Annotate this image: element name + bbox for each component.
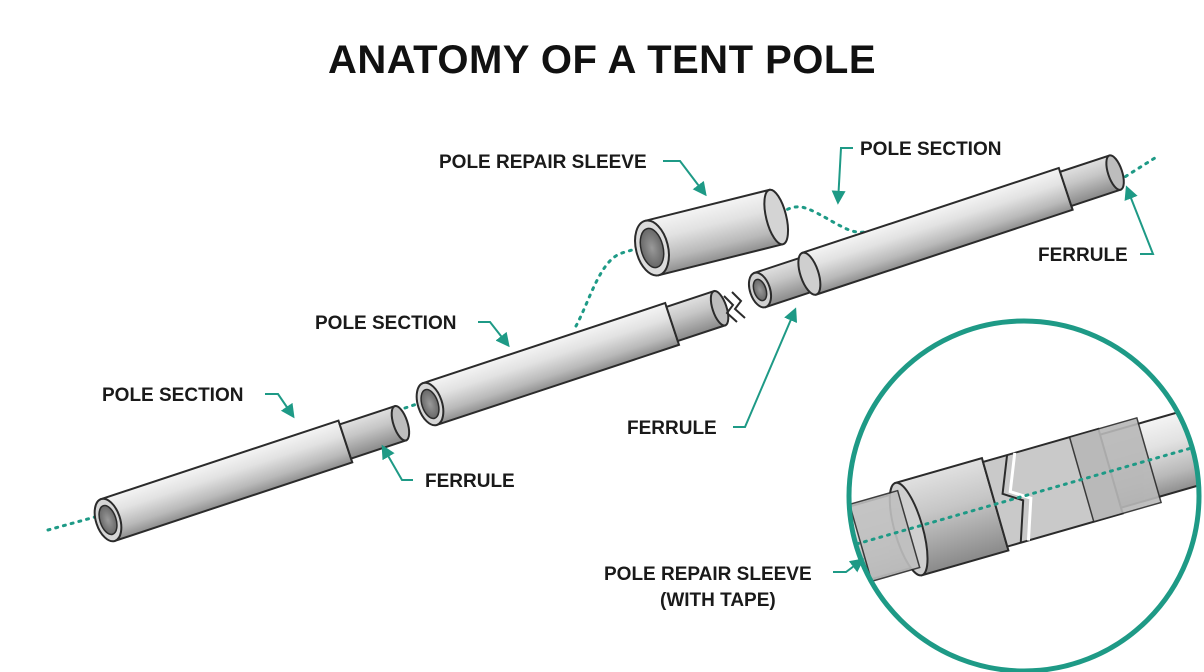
magnified-inset (846, 318, 1202, 672)
pole-section-left (93, 419, 354, 543)
label-sleeve-with-tape-sub: (WITH TAPE) (660, 590, 776, 611)
label-ferrule-right: FERRULE (1038, 245, 1128, 266)
label-pole-section-right: POLE SECTION (860, 139, 1001, 160)
leader-ferrule-right (1124, 185, 1155, 255)
leader-ferrule-center (733, 307, 798, 428)
leader-pole-section-right (831, 147, 853, 205)
diagram-title: ANATOMY OF A TENT POLE (327, 38, 877, 82)
inset-ring (846, 318, 1202, 672)
pole-section-right (797, 166, 1074, 296)
leader-pole-section-middle (478, 321, 510, 348)
ferrule-right-end (1058, 154, 1125, 208)
label-pole-repair-sleeve: POLE REPAIR SLEEVE (439, 152, 647, 173)
leader-sleeve-with-tape (833, 558, 865, 573)
label-sleeve-with-tape: POLE REPAIR SLEEVE (604, 564, 812, 585)
label-ferrule-center: FERRULE (627, 418, 717, 439)
break-symbol (731, 291, 746, 319)
shock-cord (574, 205, 867, 328)
leader-ferrule-left (381, 444, 413, 481)
leader-repair-sleeve (663, 160, 707, 197)
label-pole-section-left: POLE SECTION (102, 385, 243, 406)
leader-pole-section-left (265, 393, 295, 419)
ferrule-middle (665, 289, 730, 343)
pole-section-middle (415, 301, 681, 427)
ferrule-left (338, 404, 411, 460)
label-pole-section-middle: POLE SECTION (315, 313, 456, 334)
shock-cord (403, 401, 422, 410)
label-ferrule-left: FERRULE (425, 471, 515, 492)
shock-cord (46, 515, 97, 532)
pole-repair-sleeve (634, 188, 790, 277)
break-symbol (723, 295, 738, 323)
